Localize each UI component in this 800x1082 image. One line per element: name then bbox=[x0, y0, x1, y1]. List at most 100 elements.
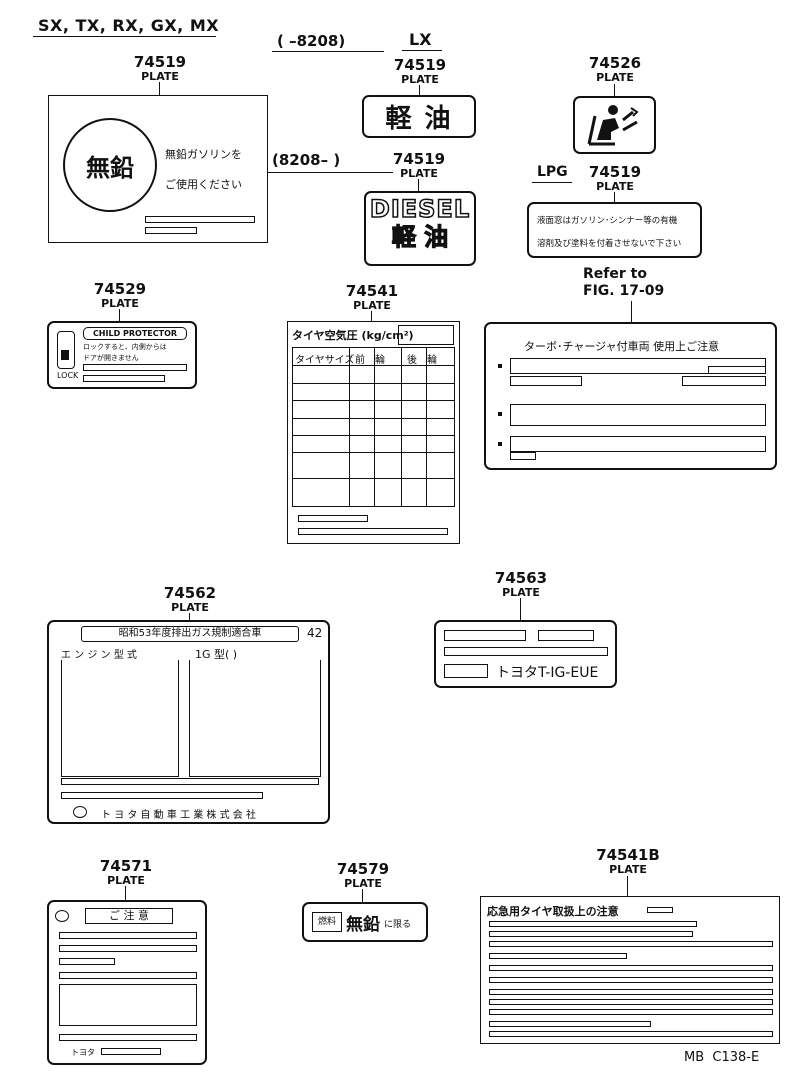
leader-line bbox=[159, 82, 160, 95]
text-bar bbox=[59, 958, 115, 965]
unleaded-circle: 無鉛 bbox=[63, 118, 157, 212]
part-74519-d: 74519 PLATE bbox=[585, 163, 645, 193]
plate-word: PLATE bbox=[401, 73, 439, 86]
text-bar bbox=[489, 999, 773, 1005]
caution-plate: ご 注 意 トヨタ bbox=[47, 900, 207, 1065]
unleaded-only-suffix: に限る bbox=[384, 920, 412, 930]
fuel-tag: 燃料 bbox=[317, 917, 336, 927]
text-bar bbox=[444, 630, 526, 641]
maker-name: ト ヨ タ 自 動 車 工 業 株 式 会 社 bbox=[101, 810, 256, 821]
plate-word: PLATE bbox=[609, 863, 647, 876]
table-divider bbox=[293, 365, 454, 366]
part-74541: 74541 PLATE bbox=[342, 282, 402, 312]
lock-text: LOCK bbox=[57, 371, 79, 380]
table-divider bbox=[401, 348, 402, 506]
unleaded-text-1: 無鉛ガソリンを bbox=[165, 148, 242, 161]
diesel-jp-text: 軽 油 bbox=[391, 223, 449, 251]
refer-label: Refer to FIG. 17-09 bbox=[583, 266, 664, 300]
leader-line bbox=[371, 311, 372, 321]
part-74519-b: 74519 PLATE bbox=[390, 56, 450, 86]
refer-text: Refer to bbox=[583, 266, 647, 282]
part-74526: 74526 PLATE bbox=[585, 54, 645, 84]
text-bar bbox=[510, 376, 582, 386]
lpg-plate: 液面窓はガソリン･シンナー等の有機 溶剤及び塗料を付着させないで下さい bbox=[527, 202, 702, 258]
diesel-plate: DIESEL 軽 油 bbox=[364, 191, 476, 266]
fig-text: FIG. 17-09 bbox=[583, 282, 665, 299]
models-text: SX, TX, RX, GX, MX bbox=[38, 16, 220, 35]
table-divider bbox=[293, 418, 454, 419]
text-bar bbox=[489, 941, 773, 947]
tire-size-header: タイヤサイズ bbox=[295, 355, 355, 366]
child-title-box: CHILD PROTECTOR bbox=[83, 327, 187, 340]
text-bar bbox=[101, 1048, 161, 1055]
leader-line bbox=[119, 309, 120, 321]
lx-text: LX bbox=[409, 30, 432, 49]
table-divider bbox=[349, 348, 350, 506]
plate-word: PLATE bbox=[400, 167, 438, 180]
lpg-label: LPG bbox=[537, 164, 568, 180]
range-early-text: ( –8208) bbox=[277, 32, 346, 50]
unleaded-only-text: 無鉛 bbox=[346, 915, 380, 935]
child-line-1: ロックすると、内側からは bbox=[83, 343, 167, 351]
text-bar bbox=[489, 953, 627, 959]
part-number: 74519 bbox=[588, 163, 642, 181]
table-divider bbox=[426, 348, 427, 506]
range-early-underline bbox=[272, 51, 384, 52]
lpg-line-2: 溶剤及び塗料を付着させないで下さい bbox=[537, 239, 682, 249]
text-bar bbox=[83, 364, 187, 371]
tire-title-box bbox=[398, 325, 454, 345]
turbo-caution-plate: ターボ･チャージャ付車両 使用上ご注意 bbox=[484, 322, 777, 470]
emission-title-box: 昭和53年度排出ガス規制適合車 bbox=[81, 626, 299, 642]
seat-plate bbox=[573, 96, 656, 154]
text-bar bbox=[489, 989, 773, 995]
part-number: 74541 bbox=[345, 282, 399, 300]
plate-word: PLATE bbox=[107, 874, 145, 887]
part-number: 74529 bbox=[93, 280, 147, 298]
fuel-tag-box: 燃料 bbox=[312, 912, 342, 932]
text-bar bbox=[510, 436, 766, 452]
lock-switch-icon bbox=[57, 331, 75, 369]
plate-word: PLATE bbox=[502, 586, 540, 599]
table-divider bbox=[293, 452, 454, 453]
leader-line bbox=[614, 84, 615, 96]
text-bar bbox=[145, 227, 197, 234]
part-number: 74526 bbox=[588, 54, 642, 72]
unleaded-plate: 無鉛 無鉛ガソリンを ご使用ください bbox=[48, 95, 268, 243]
lx-label: LX bbox=[409, 30, 432, 49]
keiyu-text: 軽 油 bbox=[385, 104, 453, 134]
leader-line bbox=[631, 301, 632, 322]
emergency-tire-plate: 応急用タイヤ取扱上の注意 bbox=[480, 896, 780, 1044]
text-bar bbox=[298, 528, 448, 535]
part-74579: 74579 PLATE bbox=[333, 862, 393, 890]
plate-word: PLATE bbox=[101, 297, 139, 310]
table-divider bbox=[293, 400, 454, 401]
text-bar bbox=[444, 664, 488, 678]
engine-ig-label: 1G 型( ) bbox=[195, 648, 238, 661]
unleaded-text-2: ご使用ください bbox=[165, 178, 242, 191]
plate-word: PLATE bbox=[141, 70, 179, 83]
unleaded-only-plate: 燃料 無鉛 に限る bbox=[302, 902, 428, 942]
part-number: 74563 bbox=[494, 569, 548, 587]
part-74519-c: 74519 PLATE bbox=[389, 150, 449, 180]
text-bar bbox=[145, 216, 255, 223]
caution-title-box: ご 注 意 bbox=[85, 908, 173, 924]
text-bar bbox=[59, 932, 197, 939]
part-number: 74519 bbox=[393, 56, 447, 74]
emission-number: 42 bbox=[307, 626, 323, 640]
tire-pressure-plate: タイヤ空気圧 (kg/cm²) タイヤサイズ 前 輪 後 輪 bbox=[287, 321, 460, 544]
text-bar bbox=[708, 366, 766, 374]
part-74571: 74571 PLATE bbox=[96, 857, 156, 887]
part-number: 74571 bbox=[99, 857, 153, 875]
plate-word: PLATE bbox=[596, 180, 634, 193]
part-number: 74541B bbox=[596, 846, 660, 864]
plate-word: PLATE bbox=[171, 601, 209, 614]
part-number: 74519 bbox=[392, 150, 446, 168]
tire-rear-header: 後 輪 bbox=[407, 355, 437, 366]
text-bar bbox=[59, 1034, 197, 1041]
lpg-line-1: 液面窓はガソリン･シンナー等の有機 bbox=[537, 216, 678, 226]
text-bar bbox=[489, 965, 773, 971]
tire-title: タイヤ空気圧 (kg/cm²) bbox=[292, 329, 414, 342]
leader-line bbox=[614, 192, 615, 202]
child-title-text: CHILD PROTECTOR bbox=[92, 329, 178, 338]
models-underline bbox=[33, 36, 216, 37]
